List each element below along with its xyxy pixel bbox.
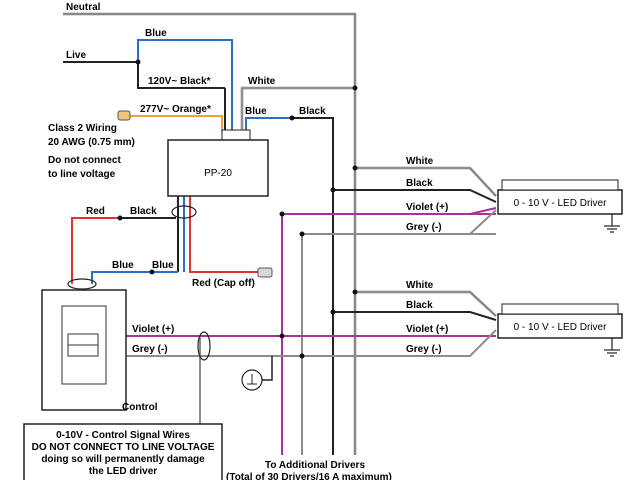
grey-ctrl-label: Grey (-) [132, 344, 168, 355]
warn-line-2: DO NOT CONNECT TO LINE VOLTAGE [32, 442, 215, 453]
control-device [41, 289, 127, 411]
red-cap-label: Red (Cap off) [192, 278, 255, 289]
blue-ctrl-label-2: Blue [152, 260, 174, 271]
blue-top-label: Blue [145, 28, 167, 39]
blue-mid-label: Blue [245, 106, 267, 117]
white-top-label: White [248, 76, 276, 87]
v277-orange-label: 277V~ Orange* [140, 104, 211, 115]
d1-black-wire [333, 189, 497, 203]
pp20-label: PP-20 [204, 168, 232, 179]
orange-277v-wire [128, 115, 223, 132]
red-label: Red [86, 206, 105, 217]
d1-grey-label: Grey (-) [406, 222, 442, 233]
warn-line-1: 0-10V - Control Signal Wires [56, 430, 190, 441]
violet-bus [281, 213, 496, 455]
neutral-label: Neutral [66, 2, 101, 13]
d1-white-label: White [406, 156, 434, 167]
live-wire [63, 61, 225, 89]
black-pp-label: Black [130, 206, 157, 217]
junction-dots [117, 59, 358, 359]
black-mid-wire [292, 117, 334, 455]
warn-line-4: the LED driver [89, 466, 157, 477]
led-driver-1: 0 - 10 V - LED Driver [497, 179, 623, 233]
led-driver-2: 0 - 10 V - LED Driver [497, 303, 623, 357]
d1-black-label: Black [406, 178, 433, 189]
driver2-label: 0 - 10 V - LED Driver [514, 322, 607, 333]
orange-cap-icon [117, 110, 131, 121]
additional-label-2: (Total of 30 Drivers/16 A maximum) [226, 472, 392, 480]
blue-mid-wire [245, 117, 292, 132]
grey-bus [301, 233, 496, 455]
pp20-module: PP-20 [167, 129, 269, 197]
ground-wire [258, 356, 273, 381]
control-label: Control [122, 402, 158, 413]
d1-violet-label: Violet (+) [406, 202, 448, 213]
d2-violet-label: Violet (+) [406, 324, 448, 335]
black-mid-label: Black [299, 106, 326, 117]
red-cap-wire [189, 194, 260, 273]
blue-ctrl-label-1: Blue [112, 260, 134, 271]
cap-off-icon [257, 267, 273, 278]
cable-clamp-control [67, 278, 97, 290]
class2-line3: Do not connect [48, 155, 121, 166]
blue-top-wire [137, 39, 233, 132]
d2-black-label: Black [406, 300, 433, 311]
ground-icon [604, 338, 620, 357]
v120-black-label: 120V~ Black* [148, 76, 211, 87]
ground-icon [604, 214, 620, 233]
class2-line2: 20 AWG (0.75 mm) [48, 137, 135, 148]
warning-box [23, 423, 223, 480]
blue-ctrl-wire [91, 271, 178, 284]
class2-line1: Class 2 Wiring [48, 123, 117, 134]
ground-circle-icon [241, 369, 263, 391]
red-wire [71, 217, 176, 284]
violet-ctrl-label: Violet (+) [132, 324, 174, 335]
driver1-label: 0 - 10 V - LED Driver [514, 198, 607, 209]
neutral-wire [63, 12, 357, 455]
d2-grey-wire [302, 329, 497, 357]
live-label: Live [66, 50, 86, 61]
cable-clamp-signal [197, 331, 211, 361]
warn-line-3: doing so will permanently damage [41, 454, 205, 465]
cable-clamp-pp20 [171, 205, 197, 219]
d2-white-label: White [406, 280, 434, 291]
d2-grey-label: Grey (-) [406, 344, 442, 355]
class2-line4: to line voltage [48, 169, 116, 180]
d2-black-wire [333, 311, 497, 321]
additional-label-1: To Additional Drivers [265, 460, 365, 471]
